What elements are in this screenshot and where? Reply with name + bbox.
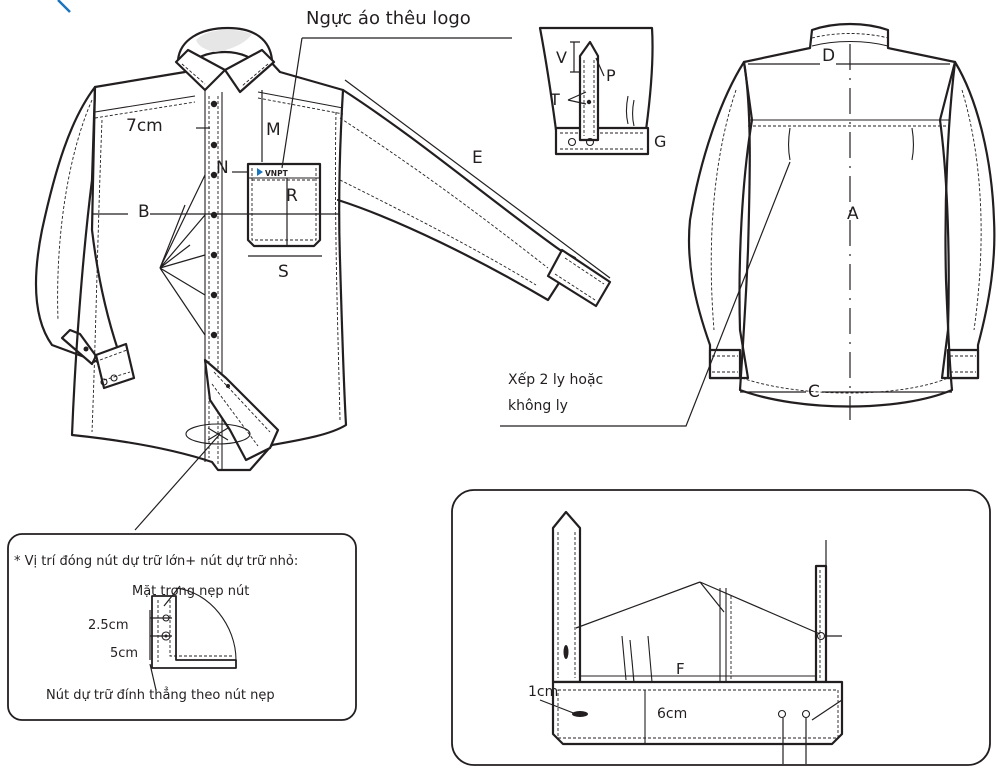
label-d: D [822,46,836,66]
inset-button-title: * Vị trí đóng nút dự trữ lớn+ nút dự trữ… [14,554,299,569]
inset-inner-placket: Mặt trong nẹp nút [132,584,250,599]
front-body [70,46,348,472]
inset-dist-1: 2.5cm [88,618,129,633]
label-chest-logo: Ngực áo thêu logo [306,8,471,29]
logo-text: VNPT [265,169,289,178]
label-pleat-2: không ly [508,398,568,414]
label-a: A [847,204,859,224]
inset-spare-button [7,533,357,721]
cuff-inset [538,26,654,156]
inset-footer: Nút dự trữ đính thẳng theo nút nẹp [46,688,275,703]
label-one-cm: 1cm [528,684,559,700]
label-p: P [606,66,616,85]
label-pleat-1: Xếp 2 ly hoặc [508,372,604,388]
back-shirt [500,22,996,427]
label-six-cm: 6cm [657,706,688,722]
label-t: T [550,90,560,109]
front-right-cuff [546,248,612,308]
label-f: F [676,660,685,678]
vnpt-logo: VNPT [257,168,289,178]
label-v: V [556,48,567,67]
label-e: E [472,148,483,168]
chest-pocket [246,162,322,248]
label-n: N [216,158,229,178]
label-r: R [286,186,298,206]
front-left-cuff [94,342,136,390]
label-m: M [266,120,281,140]
inset-sleeve-placket [451,489,991,766]
front-right-sleeve [336,88,577,302]
label-seven-cm: 7cm [126,116,163,136]
inset-dist-2: 5cm [110,646,139,661]
label-c: C [808,382,820,402]
label-b: B [138,202,150,222]
label-g: G [654,132,667,151]
placket-buttons [210,100,218,339]
corner-mark [57,0,71,13]
front-shirt: VNPT [34,26,612,531]
label-s: S [278,262,289,282]
front-left-sleeve [34,85,120,364]
